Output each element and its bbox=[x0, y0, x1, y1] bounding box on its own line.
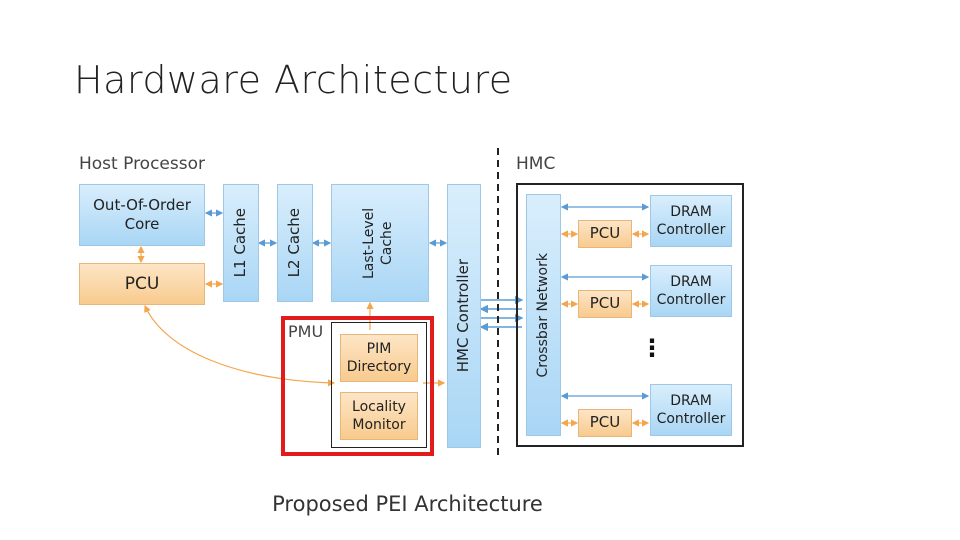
hmc-pcu-box: PCU bbox=[578, 409, 632, 437]
hmc-label: HMC bbox=[516, 154, 556, 174]
l1-cache-box: L1 Cache bbox=[223, 184, 259, 302]
host-processor-label: Host Processor bbox=[79, 154, 205, 174]
locality-monitor-box: Locality Monitor bbox=[340, 392, 418, 440]
crossbar-network-label: Crossbar Network bbox=[535, 252, 552, 378]
last-level-cache-label: Last-Level Cache bbox=[361, 207, 396, 279]
hmc-controller-label: HMC Controller bbox=[454, 259, 473, 373]
slide-title: Hardware Architecture bbox=[74, 58, 513, 102]
l2-cache-label: L2 Cache bbox=[285, 208, 304, 278]
hmc-frame bbox=[516, 183, 744, 447]
hmc-pcu-box: PCU bbox=[578, 220, 632, 248]
crossbar-network-box: Crossbar Network bbox=[526, 194, 561, 436]
last-level-cache-box: Last-Level Cache bbox=[331, 184, 429, 302]
dram-controller-box: DRAM Controller bbox=[650, 195, 732, 247]
out-of-order-core-box: Out-Of-Order Core bbox=[79, 184, 205, 246]
pmu-frame bbox=[331, 322, 427, 448]
l2-cache-box: L2 Cache bbox=[277, 184, 313, 302]
ellipsis: ⋮ bbox=[640, 334, 664, 362]
host-pcu-box: PCU bbox=[79, 263, 205, 305]
l1-cache-label: L1 Cache bbox=[231, 208, 250, 278]
pmu-highlight-frame bbox=[281, 316, 434, 456]
figure-caption: Proposed PEI Architecture bbox=[272, 492, 543, 516]
dram-controller-box: DRAM Controller bbox=[650, 265, 732, 317]
hmc-pcu-box: PCU bbox=[578, 290, 632, 318]
dram-controller-box: DRAM Controller bbox=[650, 384, 732, 436]
pim-directory-box: PIM Directory bbox=[340, 334, 418, 382]
pmu-label: PMU bbox=[288, 322, 324, 341]
hmc-controller-box: HMC Controller bbox=[447, 184, 481, 448]
